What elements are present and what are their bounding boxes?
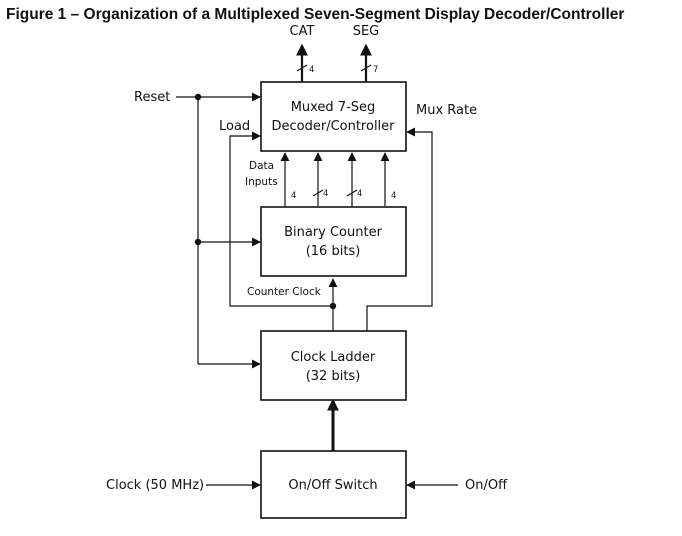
decoder-block: Muxed 7-Seg Decoder/Controller	[260, 81, 407, 152]
data-width-3: 4	[391, 191, 396, 201]
cat-width-slash	[296, 64, 308, 72]
figure-title: Figure 1 – Organization of a Multiplexed…	[6, 6, 624, 23]
data-slash-2	[346, 189, 358, 197]
onoff-label: On/Off	[465, 478, 508, 493]
seg-width: 7	[373, 65, 378, 75]
counter-clock-label: Counter Clock	[247, 286, 322, 298]
ladder-title-1: Clock Ladder	[291, 350, 376, 365]
mux-rate-label: Mux Rate	[416, 103, 477, 118]
data-inputs-label-2: Inputs	[245, 176, 278, 188]
counter-block: Binary Counter (16 bits)	[260, 206, 407, 277]
cat-label: CAT	[290, 24, 315, 39]
clock-input-label: Clock (50 MHz)	[106, 478, 204, 493]
switch-block: On/Off Switch	[260, 450, 407, 519]
mux-rate-wire	[366, 127, 433, 331]
counter-title-2: (16 bits)	[306, 244, 361, 259]
cat-width: 4	[309, 65, 314, 75]
ladder-title-2: (32 bits)	[306, 369, 361, 384]
decoder-title-1: Muxed 7-Seg	[291, 100, 376, 115]
switch-title: On/Off Switch	[288, 478, 377, 493]
data-width-1: 4	[323, 189, 328, 199]
data-width-2: 4	[357, 189, 362, 199]
load-wire	[229, 131, 333, 307]
ladder-block: Clock Ladder (32 bits)	[260, 330, 407, 401]
counter-title-1: Binary Counter	[284, 225, 383, 240]
data-slash-1	[312, 189, 324, 197]
decoder-title-2: Decoder/Controller	[271, 119, 395, 134]
seg-label: SEG	[353, 24, 380, 39]
load-label: Load	[219, 119, 250, 134]
data-inputs-label-1: Data	[249, 160, 274, 172]
reset-junction-mid	[194, 238, 202, 246]
counter-clock-junction	[329, 302, 337, 310]
reset-label: Reset	[134, 90, 170, 105]
data-width-0: 4	[291, 191, 296, 201]
reset-junction-top	[194, 93, 202, 101]
seg-width-slash	[360, 64, 372, 72]
